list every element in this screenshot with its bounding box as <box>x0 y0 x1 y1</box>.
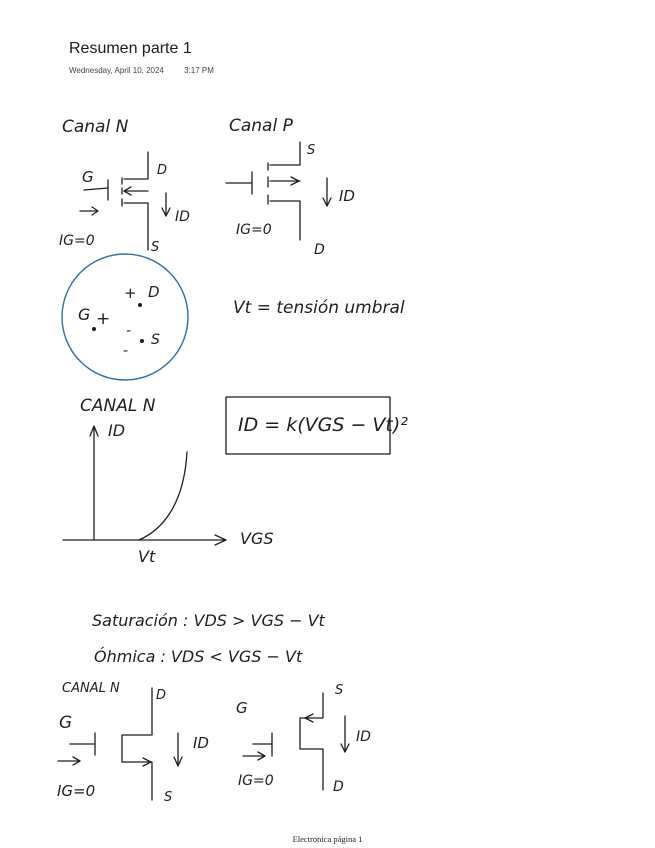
saturation-condition: Saturación : VDS > VGS − Vt <box>92 611 326 630</box>
nmos-drain-label: D <box>157 163 167 178</box>
circle-gate-plus: + <box>96 309 110 329</box>
plot-vt-label: Vt <box>138 547 156 566</box>
circle-drain-label: D <box>148 283 160 301</box>
pmos-bottom-id: ID <box>356 729 371 745</box>
pmos-ig-label: IG=0 <box>236 222 272 238</box>
nmos-source-label: S <box>151 240 159 255</box>
pmos-id-label: ID <box>339 187 355 205</box>
circle-gate-label: G <box>78 305 90 324</box>
canal-n-bottom: CANAL N <box>62 681 120 696</box>
nmos-bottom-drain: D <box>156 688 166 703</box>
page-date: Wednesday, April 10, 2024 <box>69 66 164 75</box>
nmos-bottom-ig: IG=0 <box>57 782 95 800</box>
plot-x-label: VGS <box>240 529 274 548</box>
page-footer: Electronica página 1 <box>292 834 363 844</box>
circle-source-label: S <box>151 332 160 348</box>
page-meta: Wednesday, April 10, 2024 3:17 PM <box>69 66 232 75</box>
nmos-bottom-gate: G <box>59 713 72 733</box>
ohmic-condition: Óhmica : VDS < VGS − Vt <box>94 647 303 666</box>
pmos-drain-label: D <box>314 242 325 258</box>
nmos-bottom-id: ID <box>193 734 209 752</box>
pmos-bottom-gate: G <box>236 699 248 717</box>
canal-n-upper: CANAL N <box>80 396 156 416</box>
pmos-symbol-top <box>225 141 332 241</box>
circle-minus-1: - <box>126 323 131 339</box>
nmos-gate-label: G <box>82 168 94 186</box>
circle-minus-2: - <box>123 343 128 359</box>
nmos-symbol-bottom <box>57 687 183 801</box>
nmos-ig-label: IG=0 <box>59 233 95 249</box>
pmos-bottom-source: S <box>335 683 343 698</box>
nmos-symbol-top <box>79 151 171 251</box>
pmos-bottom-drain: D <box>333 779 344 795</box>
circle-diagram <box>61 253 189 381</box>
page-time: 3:17 PM <box>184 66 214 75</box>
canal-p-title: Canal P <box>229 116 294 136</box>
circle-drain-plus: + <box>124 284 137 302</box>
nmos-bottom-source: S <box>164 790 172 805</box>
pmos-symbol-bottom <box>242 692 350 791</box>
nmos-id-label: ID <box>175 209 190 225</box>
page-title: Resumen parte 1 <box>69 40 192 57</box>
id-equation: ID = k(VGS − Vt)² <box>238 414 408 436</box>
vt-definition: Vt = tensión umbral <box>233 298 405 318</box>
transfer-curve-plot <box>62 425 227 546</box>
canal-n-title: Canal N <box>62 117 129 137</box>
plot-y-label: ID <box>108 421 125 440</box>
pmos-source-label: S <box>307 143 315 158</box>
equation-box <box>225 396 391 455</box>
pmos-bottom-ig: IG=0 <box>238 773 274 789</box>
